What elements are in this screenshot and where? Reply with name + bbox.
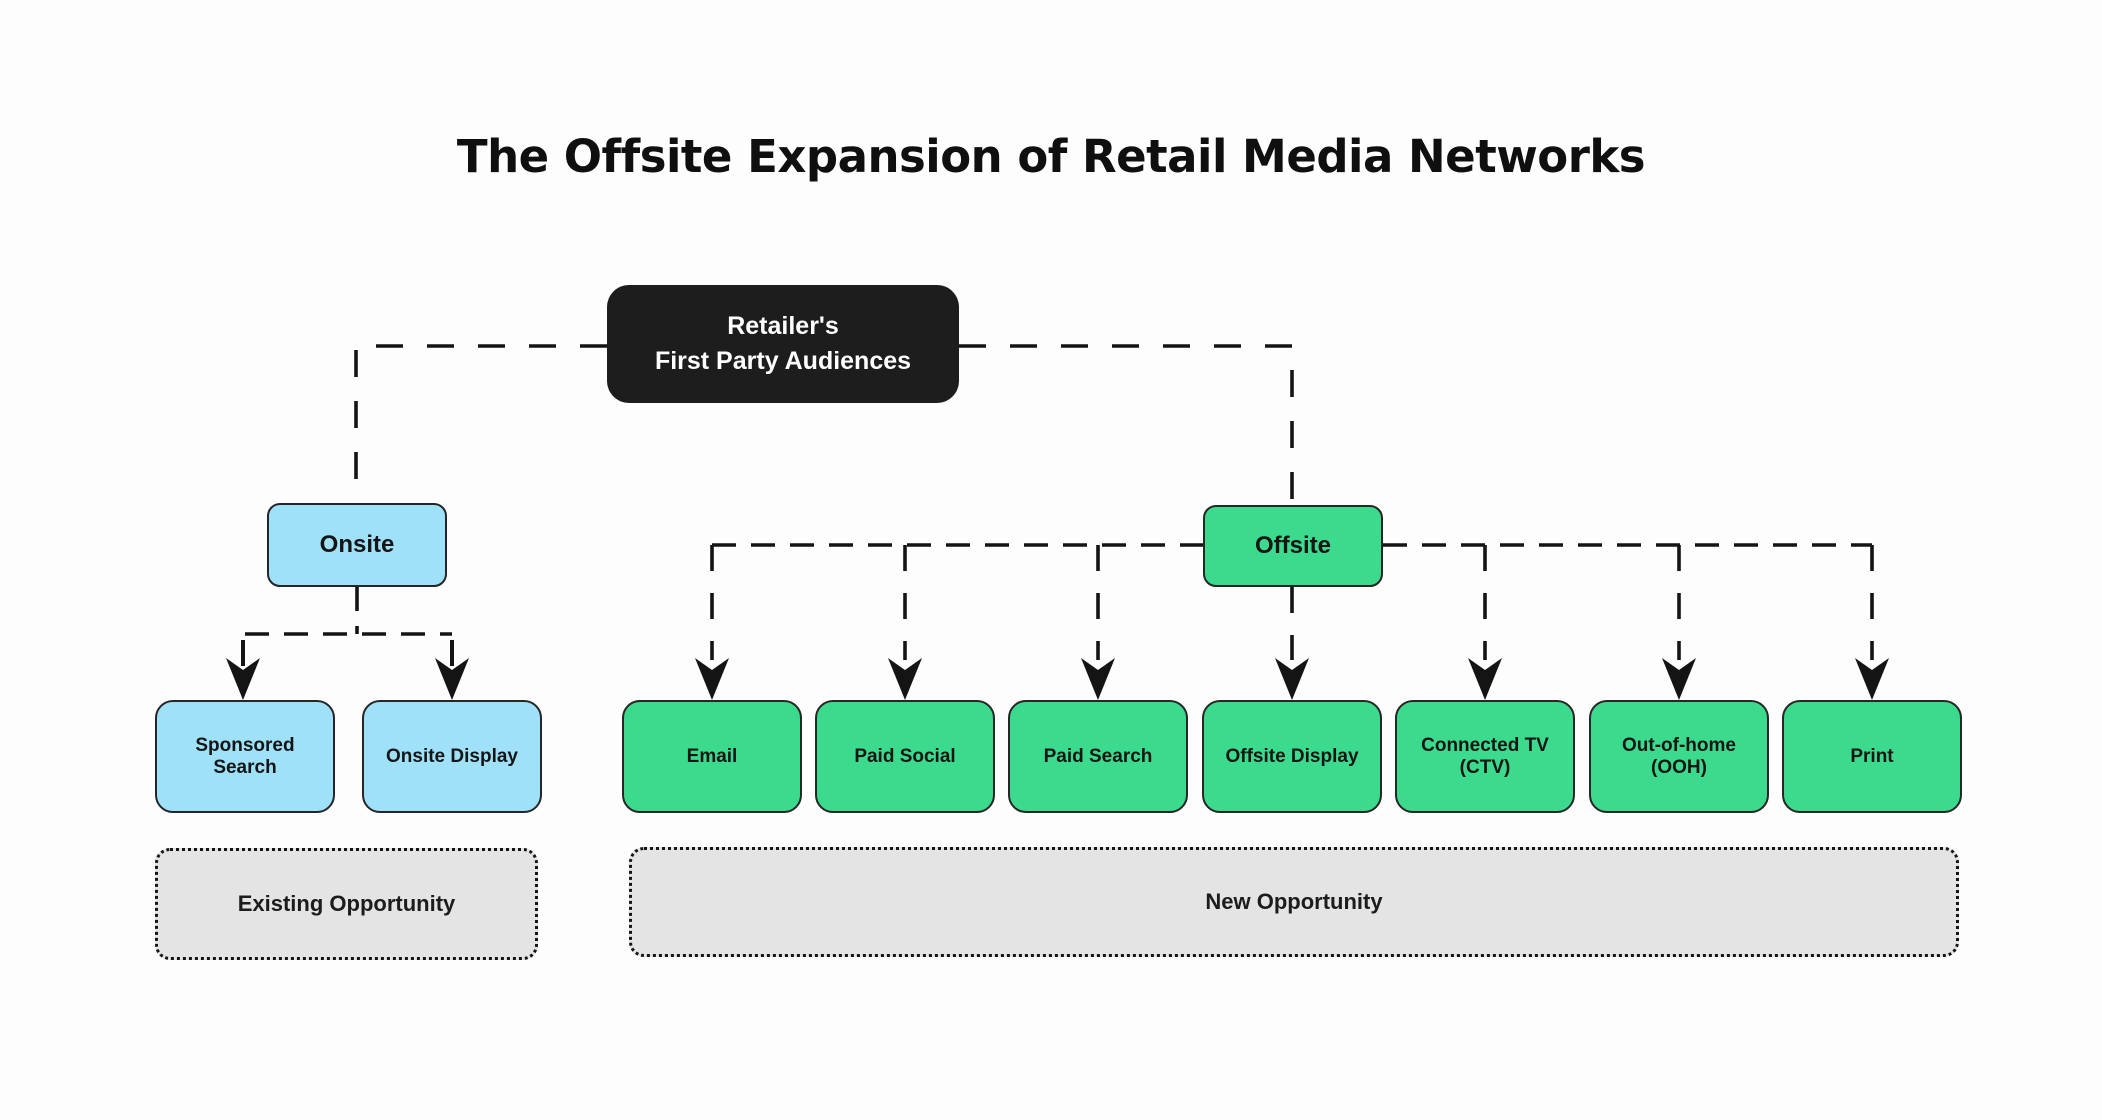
leaf-label: Onsite Display xyxy=(386,745,518,767)
connector-root-offsite xyxy=(959,344,1294,505)
node-sponsored-search: Sponsored Search xyxy=(155,700,335,813)
arrowhead-paid-social xyxy=(888,658,922,700)
node-email: Email xyxy=(622,700,802,813)
arrowhead-email xyxy=(695,658,729,700)
node-onsite: Onsite xyxy=(267,503,447,587)
root-label-line2: First Party Audiences xyxy=(654,347,912,375)
leaf-label: Email xyxy=(686,745,738,767)
node-paid-social: Paid Social xyxy=(815,700,995,813)
leaf-label: Paid Search xyxy=(1043,745,1153,767)
arrowhead-sponsored-search xyxy=(226,658,260,700)
arrowhead-onsite-display xyxy=(435,658,469,700)
node-print: Print xyxy=(1782,700,1962,813)
node-paid-search: Paid Search xyxy=(1008,700,1188,813)
node-onsite-display: Onsite Display xyxy=(362,700,542,813)
arrowhead-offsite-display xyxy=(1275,658,1309,700)
leaf-label: Sponsored Search xyxy=(195,734,295,778)
node-offsite-display: Offsite Display xyxy=(1202,700,1382,813)
connector-root-onsite xyxy=(354,344,607,503)
leaf-label: Offsite Display xyxy=(1225,745,1359,767)
arrowhead-print xyxy=(1855,658,1889,700)
arrowhead-paid-search xyxy=(1081,658,1115,700)
zone-existing-label: Existing Opportunity xyxy=(237,891,456,916)
leaf-label: Paid Social xyxy=(854,745,956,767)
leaf-label: Out-of-home (OOH) xyxy=(1622,734,1736,778)
leaf-label: Print xyxy=(1850,745,1894,767)
zone-new-label: New Opportunity xyxy=(1205,889,1383,914)
node-out-of-home: Out-of-home (OOH) xyxy=(1589,700,1769,813)
leaf-label: Connected TV (CTV) xyxy=(1421,734,1549,778)
arrowhead-out-of-home xyxy=(1662,658,1696,700)
root-label-line1: Retailer's xyxy=(727,312,839,340)
diagram-title: The Offsite Expansion of Retail Media Ne… xyxy=(456,130,1646,183)
node-offsite: Offsite xyxy=(1203,505,1383,587)
node-connected-tv: Connected TV (CTV) xyxy=(1395,700,1575,813)
onsite-label: Onsite xyxy=(319,531,395,558)
zone-existing-opportunity: Existing Opportunity xyxy=(155,848,538,960)
arrowhead-connected-tv xyxy=(1468,658,1502,700)
node-retailers-first-party-audiences: Retailer's First Party Audiences xyxy=(607,285,959,403)
offsite-label: Offsite xyxy=(1254,532,1331,559)
zone-new-opportunity: New Opportunity xyxy=(629,847,1959,957)
